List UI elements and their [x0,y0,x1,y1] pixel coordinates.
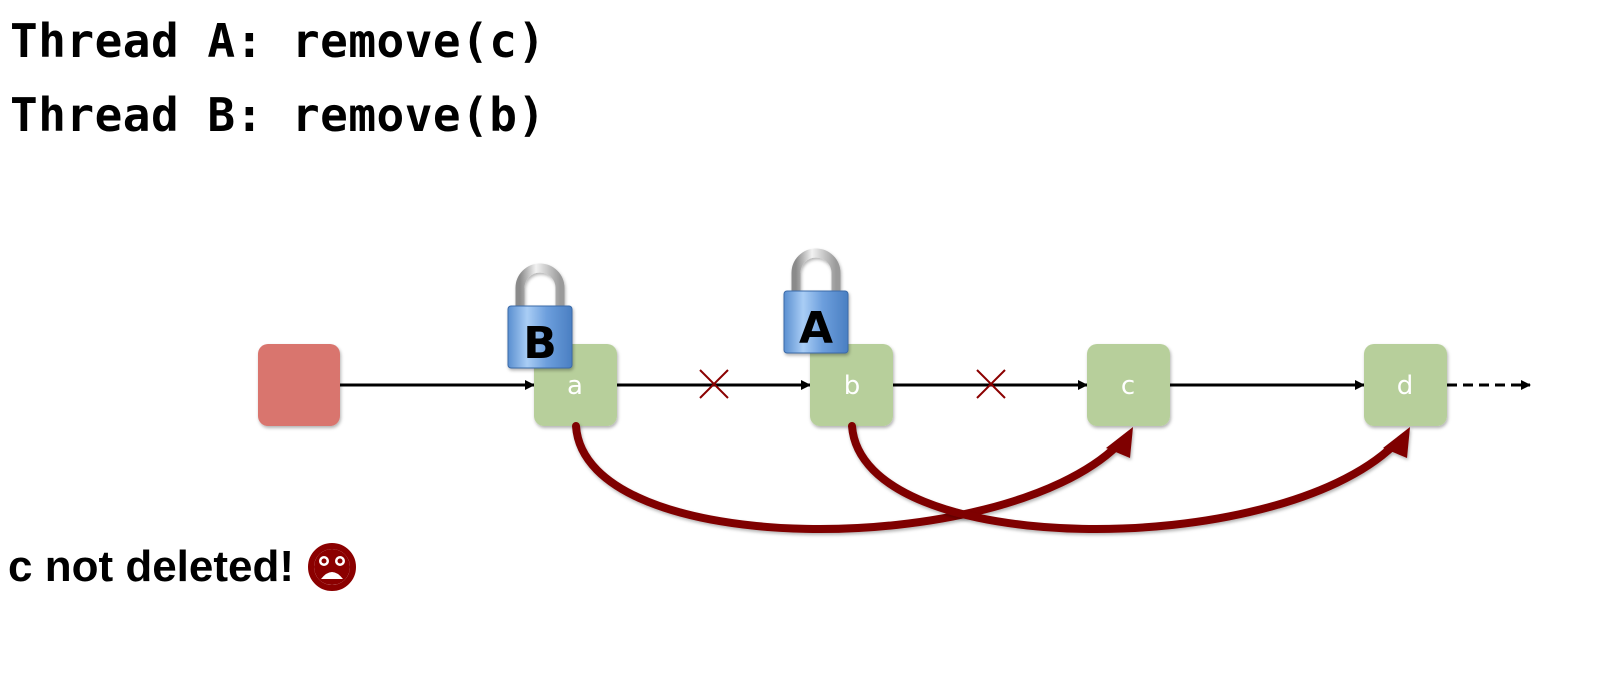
node-label-c: c [1121,371,1135,401]
status-text: c not deleted! [8,542,295,591]
thread-a-operation: Thread A: remove(c) [10,14,546,68]
lock-owner-b: B [523,318,557,369]
redirect-b-to-d [848,422,1410,534]
node-label-a: a [567,371,583,401]
cut-mark-b-c [976,369,1006,399]
head-node [258,344,340,426]
lock-icon-b: B [507,263,573,369]
list-node-d: d [1364,344,1447,426]
node-label-b: b [844,371,861,401]
thread-b-operation: Thread B: remove(b) [10,88,546,142]
lock-owner-a: A [799,303,833,354]
status-message: c not deleted! [8,542,357,592]
redirect-a-to-c [572,422,1133,534]
sad-face-icon [308,543,357,591]
lock-icon-a: A [783,248,849,354]
list-node-c: c [1087,344,1170,426]
list-node-b: b [810,344,893,426]
node-label-d: d [1397,371,1414,401]
cut-mark-a-b [699,369,729,399]
